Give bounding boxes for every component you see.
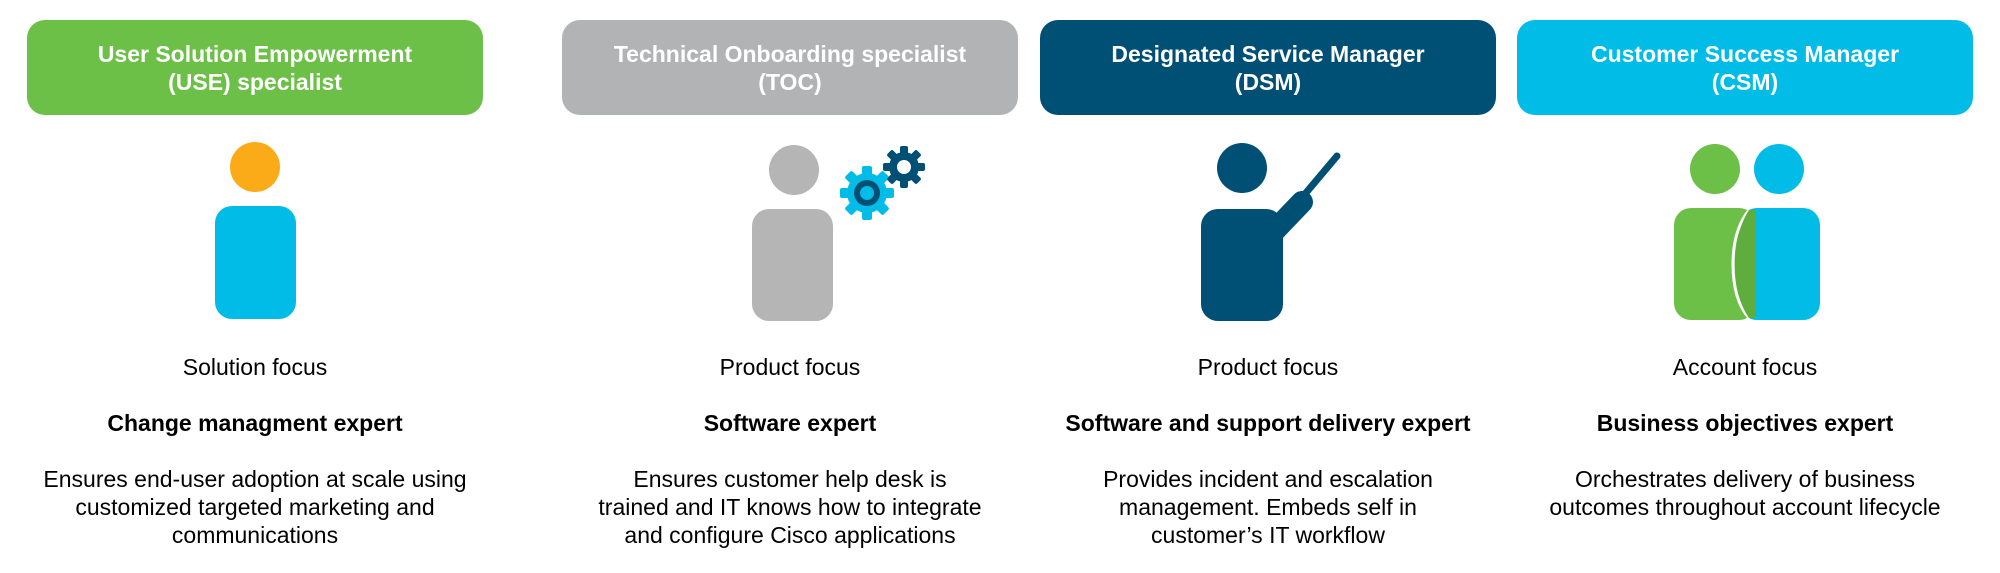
role-card-use: User Solution Empowerment (USE) speciali… bbox=[27, 0, 483, 573]
role-title-line1: Technical Onboarding specialist bbox=[613, 40, 967, 67]
role-expertise: Change managment expert bbox=[107, 410, 403, 436]
role-focus: Solution focus bbox=[182, 354, 328, 380]
role-card-dsm: Designated Service Manager (DSM) Product… bbox=[1040, 0, 1496, 573]
role-description: Orchestrates delivery of business outcom… bbox=[1517, 465, 1973, 521]
role-description-line: customized targeted marketing and bbox=[75, 494, 435, 520]
role-description-line: trained and IT knows how to integrate bbox=[598, 494, 982, 520]
role-title-banner: Technical Onboarding specialist (TOC) bbox=[562, 20, 1018, 115]
gear-icon bbox=[840, 166, 894, 220]
role-focus: Product focus bbox=[719, 354, 861, 380]
role-description-line: Ensures end-user adoption at scale using bbox=[43, 466, 467, 492]
role-title-line2: (CSM) bbox=[1711, 68, 1779, 95]
role-title-line2: (DSM) bbox=[1234, 68, 1302, 95]
role-expertise: Business objectives expert bbox=[1596, 410, 1894, 436]
role-card-csm: Customer Success Manager (CSM) Account f… bbox=[1517, 0, 1973, 573]
role-description: Ensures customer help desk is trained an… bbox=[562, 465, 1018, 549]
role-title-banner: Designated Service Manager (DSM) bbox=[1040, 20, 1496, 115]
role-title-banner: User Solution Empowerment (USE) speciali… bbox=[27, 20, 483, 115]
single-person-icon bbox=[27, 140, 483, 325]
role-description-line: communications bbox=[171, 522, 339, 548]
role-title-line1: Customer Success Manager bbox=[1590, 40, 1900, 67]
person-with-gears-icon bbox=[562, 140, 1018, 325]
role-focus: Product focus bbox=[1197, 354, 1339, 380]
role-description-line: Provides incident and escalation bbox=[1103, 466, 1433, 492]
role-description-line: Ensures customer help desk is bbox=[633, 466, 947, 492]
gear-icon bbox=[883, 146, 925, 188]
role-expertise: Software and support delivery expert bbox=[1065, 410, 1471, 436]
role-focus: Account focus bbox=[1672, 354, 1818, 380]
role-title-line1: User Solution Empowerment bbox=[97, 40, 413, 67]
role-title-line2: (TOC) bbox=[758, 68, 822, 95]
role-description-line: and configure Cisco applications bbox=[624, 522, 956, 548]
role-card-toc: Technical Onboarding specialist (TOC) bbox=[562, 0, 1018, 573]
two-people-icon bbox=[1517, 140, 1973, 325]
role-title-line1: Designated Service Manager bbox=[1111, 40, 1425, 67]
role-expertise: Software expert bbox=[703, 410, 877, 436]
person-presenting-icon bbox=[1040, 140, 1496, 325]
role-description-line: outcomes throughout account lifecycle bbox=[1549, 494, 1941, 520]
role-description: Provides incident and escalation managem… bbox=[1040, 465, 1496, 549]
role-title-banner: Customer Success Manager (CSM) bbox=[1517, 20, 1973, 115]
role-description-line: customer’s IT workflow bbox=[1151, 522, 1385, 548]
role-description-line: management. Embeds self in bbox=[1119, 494, 1417, 520]
role-description: Ensures end-user adoption at scale using… bbox=[27, 465, 483, 549]
role-title-line2: (USE) specialist bbox=[168, 68, 342, 95]
role-description-line: Orchestrates delivery of business bbox=[1574, 466, 1916, 492]
